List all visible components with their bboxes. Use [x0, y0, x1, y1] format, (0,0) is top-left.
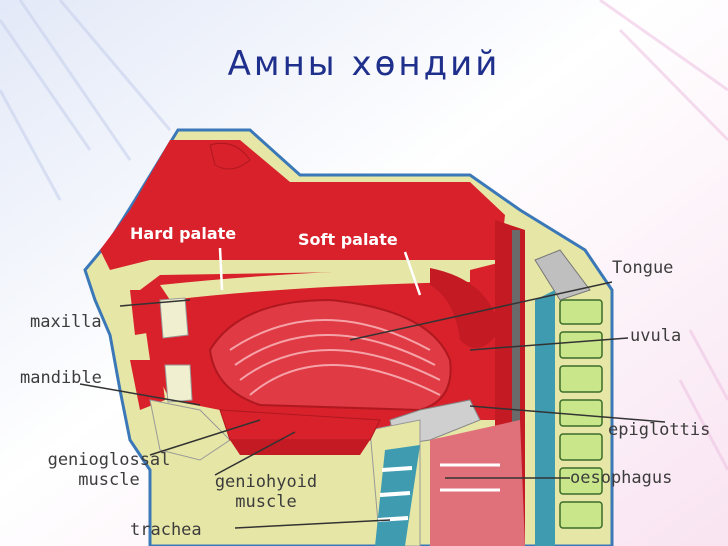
- label-geniohyoid: geniohyoid: [214, 472, 318, 492]
- label-trachea: trachea: [130, 520, 202, 540]
- label-genioglossal: genioglossal: [47, 450, 171, 470]
- label-mandible: mandible: [20, 368, 102, 388]
- label-geniohyoid-muscle: muscle: [235, 492, 297, 512]
- label-uvula: uvula: [630, 326, 682, 346]
- slide-title: Амны хөндий: [227, 44, 501, 84]
- label-hard-palate: Hard palate: [130, 224, 237, 243]
- label-epiglottis: epiglottis: [608, 420, 711, 440]
- label-oesophagus: oesophagus: [570, 468, 673, 488]
- label-genioglossal-muscle: muscle: [78, 470, 140, 490]
- label-maxilla: maxilla: [30, 312, 102, 332]
- label-tongue: Tongue: [612, 258, 674, 278]
- label-soft-palate: Soft palate: [298, 230, 398, 249]
